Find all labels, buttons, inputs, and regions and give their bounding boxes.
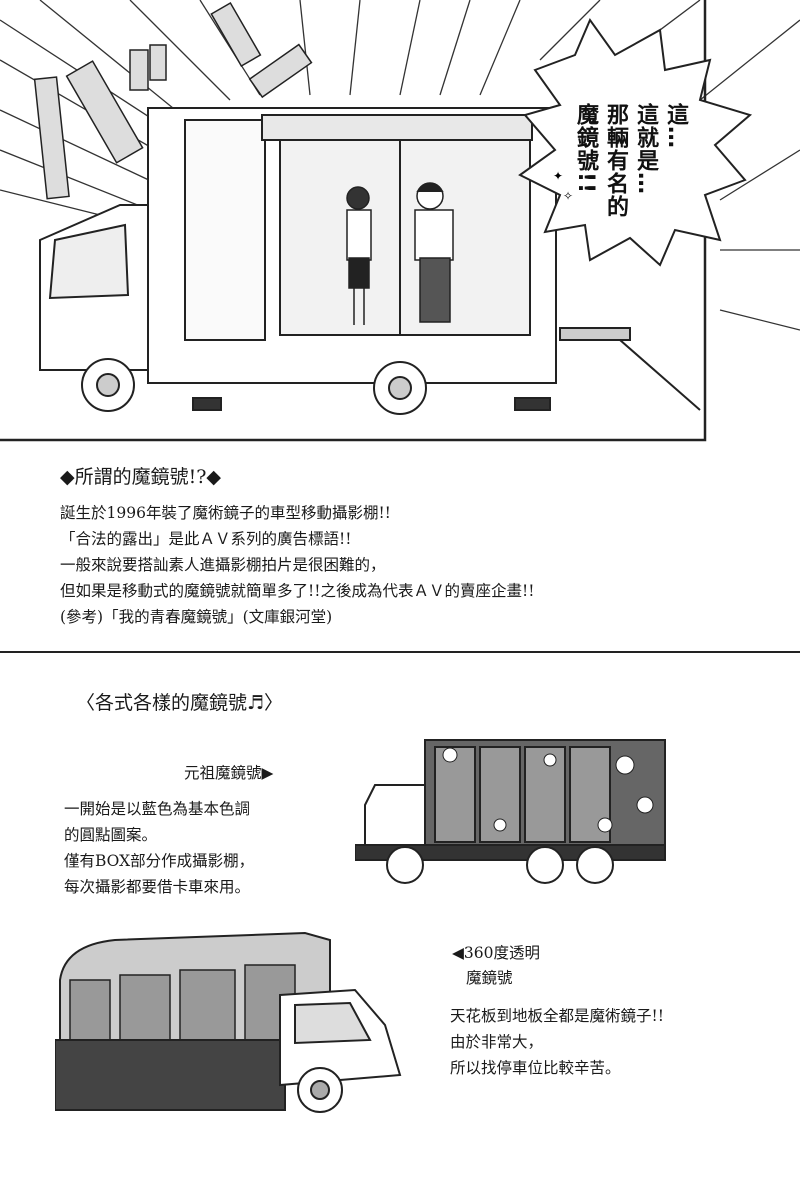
info-line: 但如果是移動式的魔鏡號就簡單多了!!之後成為代表ＡＶ的賣座企畫!! bbox=[60, 582, 535, 600]
transparent-truck-caption: 天花板到地板全都是魔術鏡子!! 由於非常大， 所以找停車位比較辛苦。 bbox=[450, 1003, 664, 1081]
top-manga-panel: ✦ ✧ 這… 這就是… 那輛有名的 魔鏡號!! bbox=[0, 0, 800, 442]
bubble-text-col-1: 這… bbox=[663, 103, 688, 149]
bubble-text-col-2: 這就是… bbox=[633, 103, 658, 195]
people bbox=[346, 182, 454, 325]
caption-line: 僅有BOX部分作成攝影棚， bbox=[64, 852, 255, 870]
bubble-text-col-4: 魔鏡號!! bbox=[573, 103, 598, 195]
caption-line: 所以找停車位比較辛苦。 bbox=[450, 1059, 621, 1077]
caption-line: 每次攝影都要借卡車來用。 bbox=[64, 878, 251, 896]
info-line: (參考)「我的青春魔鏡號」(文庫銀河堂) bbox=[60, 608, 333, 626]
speech-bubble bbox=[518, 17, 753, 267]
info-line: 「合法的露出」是此ＡＶ系列的廣告標語!! bbox=[60, 530, 352, 548]
sparkle-icon: ✧ bbox=[563, 189, 573, 203]
bubble-text-col-3: 那輛有名的 bbox=[603, 103, 628, 218]
transparent-truck-label-2: 魔鏡號 bbox=[466, 969, 513, 987]
caption-line: 天花板到地板全都是魔術鏡子!! bbox=[450, 1007, 664, 1025]
original-truck-label: 元祖魔鏡號▶ bbox=[184, 764, 274, 782]
original-truck-caption: 一開始是以藍色為基本色調 的圓點圖案。 僅有BOX部分作成攝影棚， 每次攝影都要… bbox=[64, 796, 254, 900]
info-title: ◆所謂的魔鏡號!?◆ bbox=[60, 466, 222, 488]
speed-lines bbox=[0, 0, 800, 331]
caption-line: 一開始是以藍色為基本色調 bbox=[64, 800, 251, 818]
mirror-truck-illustration: ✦ ✧ bbox=[0, 0, 800, 442]
variety-title: 〈各式各樣的魔鏡號♬〉 bbox=[76, 692, 284, 714]
info-line: 一般來說要搭訕素人進攝影棚拍片是很困難的， bbox=[60, 556, 386, 574]
info-line: 誕生於1996年裝了魔術鏡子的車型移動攝影棚!! bbox=[60, 504, 391, 522]
caption-line: 由於非常大， bbox=[450, 1033, 544, 1051]
sparkle-icon: ✦ bbox=[553, 169, 563, 183]
original-mirror-truck-illustration bbox=[355, 739, 666, 884]
caption-line: 的圓點圖案。 bbox=[64, 826, 158, 844]
transparent-mirror-truck-illustration bbox=[55, 931, 402, 1113]
transparent-truck-label-1: ◀360度透明 bbox=[452, 944, 541, 962]
section-divider bbox=[0, 651, 800, 653]
info-body: 誕生於1996年裝了魔術鏡子的車型移動攝影棚!! 「合法的露出」是此ＡＶ系列的廣… bbox=[60, 500, 534, 630]
tone-boxes bbox=[33, 1, 313, 200]
